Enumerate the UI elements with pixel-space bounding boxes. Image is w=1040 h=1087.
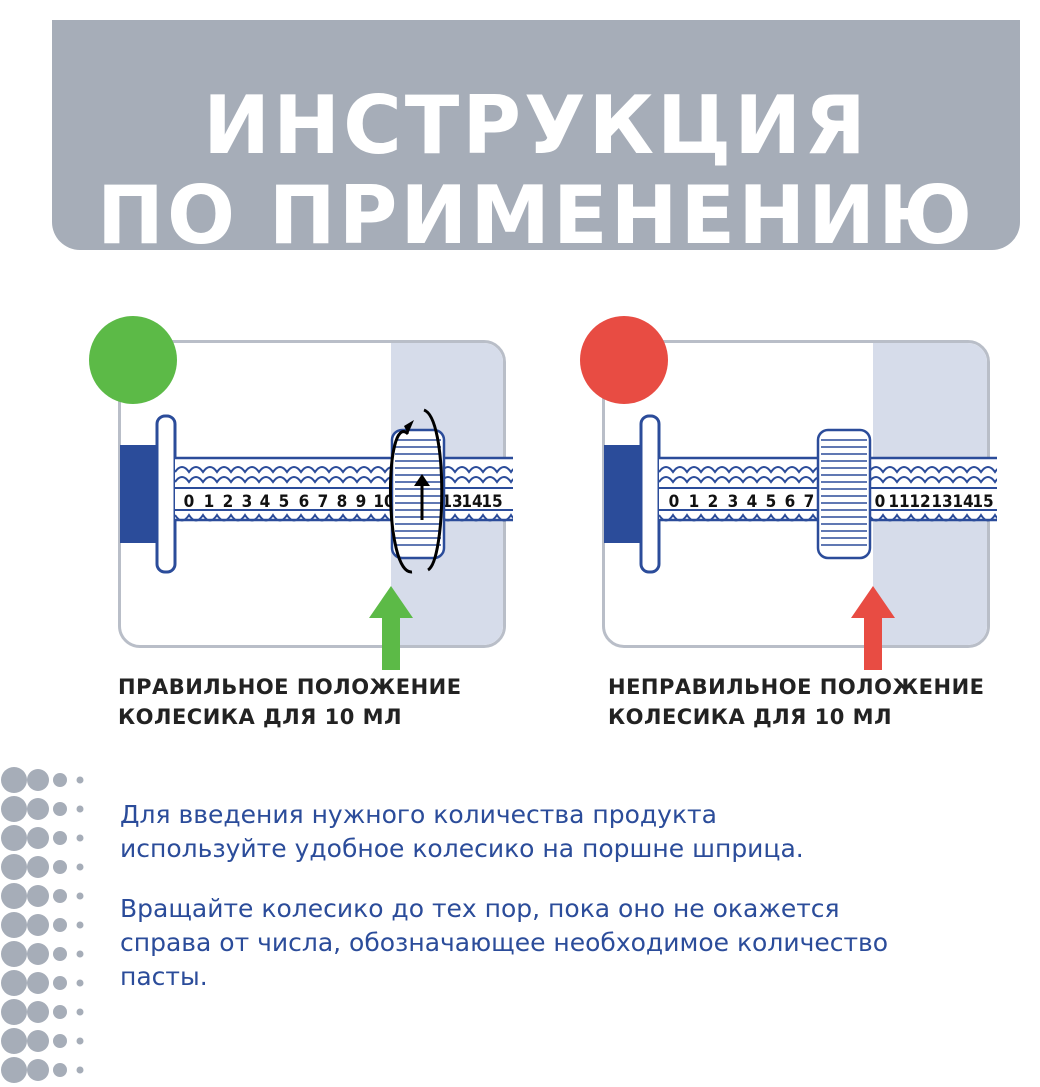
- correct-caption: ПРАВИЛЬНОЕ ПОЛОЖЕНИЕ КОЛЕСИКА ДЛЯ 10 МЛ: [118, 672, 462, 732]
- scale-label: 9: [356, 492, 367, 512]
- instruction-paragraph-2: Вращайте колесико до тех пор, пока оно н…: [120, 894, 889, 991]
- plunger-rod: [604, 445, 642, 543]
- scale-label: 6: [785, 492, 796, 512]
- dot: [76, 950, 84, 958]
- dot: [1, 825, 27, 851]
- dot: [76, 892, 84, 900]
- dot: [76, 1037, 84, 1045]
- dot: [27, 914, 49, 936]
- scale-label: 5: [766, 492, 777, 512]
- green-circle-icon: [89, 316, 177, 404]
- correct-caption-line2: КОЛЕСИКА ДЛЯ 10 МЛ: [118, 705, 403, 729]
- dot: [1, 883, 27, 909]
- dot: [76, 805, 84, 813]
- dot: [1, 1028, 27, 1054]
- scale-label: 12: [909, 492, 930, 512]
- dot: [53, 976, 67, 990]
- green-arrow-up-icon: [369, 586, 413, 670]
- scale-label: 6: [299, 492, 310, 512]
- dot: [27, 769, 49, 791]
- dot: [1, 912, 27, 938]
- scale-label: 7: [318, 492, 329, 512]
- scale-label: 14: [952, 492, 973, 512]
- thread-teeth-top: [174, 466, 513, 484]
- scale-label: 0: [875, 492, 886, 512]
- syringe-flange: [639, 414, 661, 574]
- dot: [53, 947, 67, 961]
- plunger-rod: [120, 445, 158, 543]
- dot: [53, 831, 67, 845]
- dot: [76, 776, 84, 784]
- dot: [27, 856, 49, 878]
- dot: [76, 1008, 84, 1016]
- scale-label: 11: [888, 492, 909, 512]
- dot: [53, 1005, 67, 1019]
- scale-label: 0: [184, 492, 195, 512]
- dot: [1, 970, 27, 996]
- incorrect-caption-line2: КОЛЕСИКА ДЛЯ 10 МЛ: [608, 705, 893, 729]
- scale-label: 5: [279, 492, 290, 512]
- dot: [53, 1063, 67, 1077]
- scale-label: 3: [728, 492, 739, 512]
- title-line-2: ПО ПРИМЕНЕНИЮ: [96, 169, 976, 262]
- dot: [53, 773, 67, 787]
- dot: [76, 834, 84, 842]
- scale-label: 7: [804, 492, 815, 512]
- plunger-wheel: [816, 428, 872, 560]
- dot: [1, 999, 27, 1025]
- scale-label: 0: [669, 492, 680, 512]
- dot: [53, 889, 67, 903]
- scale-label: 15: [481, 492, 502, 512]
- dot: [27, 1030, 49, 1052]
- incorrect-caption-line1: НЕПРАВИЛЬНОЕ ПОЛОЖЕНИЕ: [608, 675, 985, 699]
- scale-label: 2: [708, 492, 719, 512]
- dot: [76, 1066, 84, 1074]
- scale-label: 8: [337, 492, 348, 512]
- scale-label: 13: [931, 492, 952, 512]
- red-arrow-up-icon: [851, 586, 895, 670]
- dot: [27, 943, 49, 965]
- dot: [53, 1034, 67, 1048]
- title-banner: ИНСТРУКЦИЯ ПО ПРИМЕНЕНИЮ: [52, 20, 1020, 256]
- scale-label: 15: [972, 492, 993, 512]
- title-line-1: ИНСТРУКЦИЯ: [203, 79, 869, 172]
- dot: [76, 863, 84, 871]
- scale-label: 1: [204, 492, 215, 512]
- scale-label: 4: [260, 492, 271, 512]
- dot: [27, 1059, 49, 1081]
- incorrect-caption: НЕПРАВИЛЬНОЕ ПОЛОЖЕНИЕ КОЛЕСИКА ДЛЯ 10 М…: [608, 672, 985, 732]
- dot: [1, 767, 27, 793]
- dot: [1, 941, 27, 967]
- syringe-flange: [155, 414, 177, 574]
- dot: [27, 1001, 49, 1023]
- dot: [76, 921, 84, 929]
- scale-label: 2: [223, 492, 234, 512]
- dot: [27, 885, 49, 907]
- scale-label: 4: [747, 492, 758, 512]
- red-circle-icon: [580, 316, 668, 404]
- dot: [1, 1057, 27, 1083]
- scale-label: 14: [461, 492, 482, 512]
- dot: [53, 802, 67, 816]
- plunger-wheel: [390, 428, 446, 560]
- instruction-paragraph-1: Для введения нужного количества продукта…: [120, 800, 804, 863]
- scale-label: 1: [689, 492, 700, 512]
- dot: [1, 854, 27, 880]
- dot: [27, 972, 49, 994]
- scale-label: 13: [441, 492, 462, 512]
- dot: [27, 798, 49, 820]
- dot: [76, 979, 84, 987]
- scale-label: 3: [242, 492, 253, 512]
- rotation-arrow-icon: [389, 408, 444, 574]
- dot: [1, 796, 27, 822]
- decorative-dots: [1, 767, 84, 1083]
- dot: [53, 860, 67, 874]
- dot: [53, 918, 67, 932]
- thread-teeth-bottom: [174, 513, 513, 522]
- dot: [27, 827, 49, 849]
- correct-caption-line1: ПРАВИЛЬНОЕ ПОЛОЖЕНИЕ: [118, 675, 462, 699]
